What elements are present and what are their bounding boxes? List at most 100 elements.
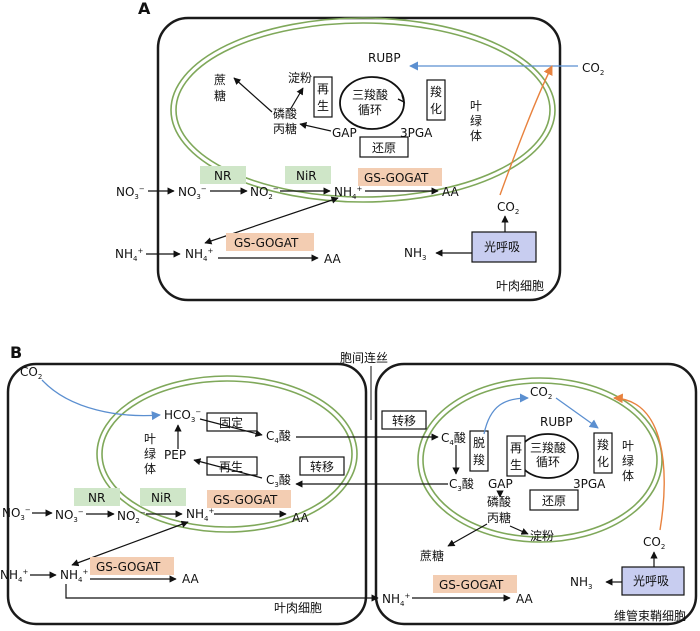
panel-a-no3-out: NO3− <box>116 185 145 201</box>
panel-b-aa1: AA <box>292 511 310 525</box>
panel-a-cycle-text-1: 三羧酸 <box>352 87 388 102</box>
panel-b-regen-2: 生 <box>510 458 522 472</box>
panel-b-nh4-chl: NH4+ <box>186 507 214 523</box>
panel-b-c4: C4酸 <box>266 428 291 445</box>
panel-b-gs3-box <box>433 575 517 593</box>
panel-b-aa3: AA <box>516 592 534 606</box>
panel-a-nir: NiR <box>296 169 317 183</box>
panel-b-decarb-box <box>469 430 489 472</box>
panel-b-decarb-1: 脱 <box>473 435 485 450</box>
panel-b-nr-box <box>74 488 120 506</box>
panel-a-no3-in: NO3− <box>178 185 207 201</box>
panel-a-cycle-circle <box>339 76 405 130</box>
panel-b-regen-1: 再 <box>510 441 522 455</box>
panel-a-gs2-box <box>226 233 314 251</box>
panel-b-arrow-regen <box>193 458 263 479</box>
panel-a-triose-1: 磷酸 <box>273 106 297 121</box>
panel-b-label: B <box>10 343 22 362</box>
panel-b-gs1-box <box>207 490 291 508</box>
panel-b-meso-chl-label-1: 叶 <box>144 432 156 446</box>
panel-b-meso-chl-label-2: 绿 <box>144 446 156 461</box>
panel-b-gs3: GS-GOGAT <box>439 578 504 592</box>
panel-b-nir-box <box>140 488 186 506</box>
panel-b-cycle-2: 循环 <box>536 455 560 469</box>
panel-b-triose-2: 丙糖 <box>487 510 511 525</box>
panel-b-bs-chl-label-1: 叶 <box>622 439 634 453</box>
panel-b-photoresp-box <box>621 566 685 596</box>
panel-a-arrow-triose-starch <box>289 87 304 111</box>
panel-a-chloroplast-label-2: 绿 <box>470 113 482 128</box>
panel-a-no2: NO2− <box>250 185 279 201</box>
panel-b-arrow-triose-sucrose <box>447 523 488 547</box>
panel-a-label: A <box>138 0 151 18</box>
panel-b-carbox-box <box>593 432 613 474</box>
panel-b-transfer2: 转移 <box>310 459 334 474</box>
panel-a-reduce: 还原 <box>372 141 396 155</box>
panel-b-fix-box <box>206 412 258 432</box>
panel-a-chloroplast-outer <box>170 17 556 203</box>
panel-b-no3-in: NO3− <box>55 508 84 524</box>
panel-a-nh4-out: NH4+ <box>115 247 143 263</box>
panel-a-carbox-1: 羧 <box>430 84 442 99</box>
panel-b-regen-vbox <box>506 435 526 477</box>
panel-b-triose-1: 磷酸 <box>487 494 511 509</box>
panel-a-arrow-gap-triose <box>299 121 332 132</box>
panel-a-gs1: GS-GOGAT <box>364 171 429 185</box>
panel-a-nh4-cyto: NH4+ <box>185 247 213 263</box>
panel-b-nr: NR <box>88 491 105 505</box>
panel-b-cycle-1: 三羧酸 <box>530 440 566 455</box>
panel-a-photoresp: 光呼吸 <box>484 240 520 254</box>
panel-b-rubp: RUBP <box>540 415 573 429</box>
panel-a-nh3: NH3 <box>404 246 426 262</box>
panel-a-sucrose-1: 蔗 <box>214 73 226 87</box>
panel-b-junction: 胞间连丝 <box>340 350 388 365</box>
panel-b-nh4-bs: NH4+ <box>382 592 410 608</box>
panel-b-carbox-1: 羧 <box>597 437 609 452</box>
panel-b-regen-box-text: 再生 <box>219 460 243 474</box>
panel-a-aa1: AA <box>442 185 460 199</box>
panel-b-co2-pr: CO2 <box>643 535 665 551</box>
panel-b-c3: C3酸 <box>266 472 291 489</box>
panel-b-gs2-box <box>90 557 174 575</box>
panel-b-bs-c3: C3酸 <box>449 476 474 493</box>
panel-b-photoresp: 光呼吸 <box>633 574 669 588</box>
panel-a-starch: 淀粉 <box>288 71 312 85</box>
panel-b-hco3: HCO3− <box>164 408 201 424</box>
panel-b-arrow-triose-starch <box>509 525 529 535</box>
panel-a-carbox-2: 化 <box>430 102 442 116</box>
panel-a-cell-label: 叶肉细胞 <box>496 279 544 293</box>
panel-b-co2-chl: CO2 <box>530 385 552 401</box>
panel-a-regen-box <box>313 76 333 118</box>
panel-a-gs1-box <box>358 168 442 186</box>
panel-b-transfer1: 转移 <box>392 413 416 428</box>
panel-b-meso-chloroplast-inner <box>101 380 353 528</box>
panel-a-photoresp-co2-arrow <box>499 65 553 196</box>
panel-b-mesophyll-cell <box>6 362 368 626</box>
panel-b-bundle-sheath-cell <box>374 362 698 626</box>
panel-a-aa2: AA <box>324 252 342 266</box>
panel-b-carbox-2: 化 <box>597 455 609 469</box>
panel-b-meso-label: 叶肉细胞 <box>274 601 322 615</box>
panel-b-bs-c4: C4酸 <box>441 430 466 447</box>
panel-b-starch: 淀粉 <box>530 529 554 543</box>
panel-a-rubp: RUBP <box>368 51 401 65</box>
panel-b-meso-chloroplast-outer <box>96 375 358 533</box>
panel-a-co2-mid: CO2 <box>497 200 519 216</box>
panel-b-decarb-2: 羧 <box>473 452 485 467</box>
panel-a-gs2: GS-GOGAT <box>234 236 299 250</box>
panel-b-gs1: GS-GOGAT <box>213 493 278 507</box>
panel-a-arrow-triose-sucrose <box>233 77 273 113</box>
panel-b-nh4-cyto: NH4+ <box>60 568 88 584</box>
panel-b-3pga: 3PGA <box>573 477 606 491</box>
panel-a-triose-2: 丙糖 <box>273 121 297 136</box>
panel-b-gap: GAP <box>488 477 513 491</box>
panel-a-chloroplast-label-1: 叶 <box>470 99 482 113</box>
panel-b-arrow-fix <box>199 418 263 437</box>
panel-a-chloroplast-label-3: 体 <box>470 129 482 143</box>
panel-b-gs2: GS-GOGAT <box>96 560 161 574</box>
panel-b-transfer1-box <box>381 410 427 430</box>
panel-b-nir: NiR <box>151 491 172 505</box>
panel-a-chloroplast-inner <box>175 22 551 198</box>
panel-a-regen-2: 生 <box>317 99 329 113</box>
